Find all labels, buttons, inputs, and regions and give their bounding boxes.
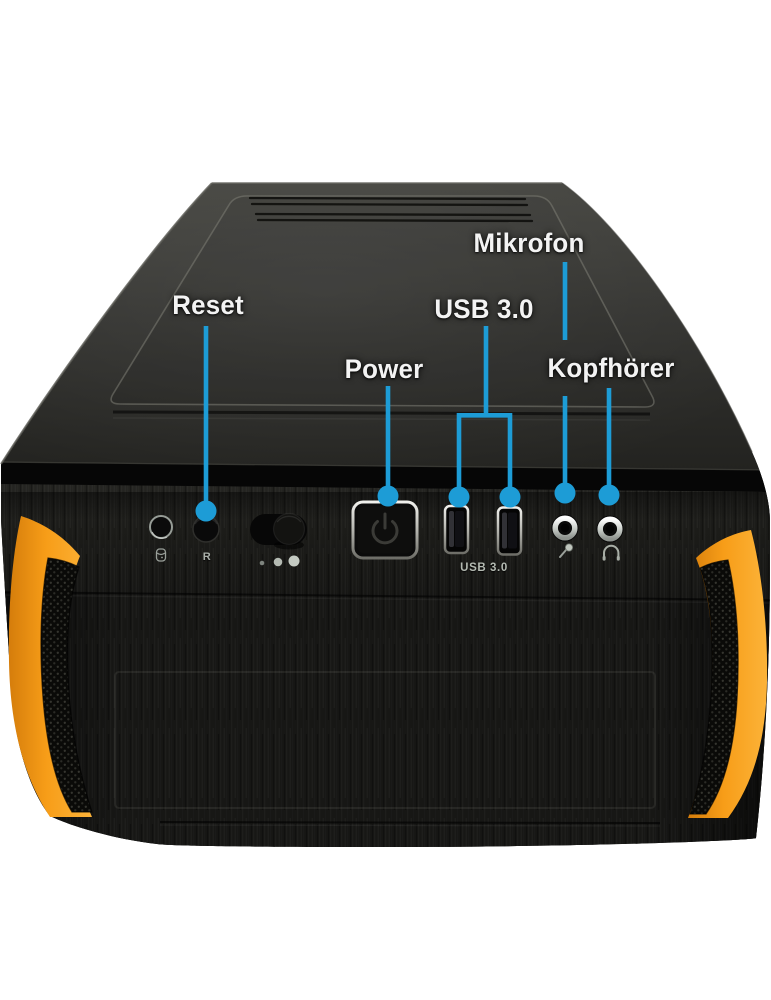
callout-lines [203,262,612,505]
power-button [351,500,419,560]
vent-slots [248,196,534,223]
mesh-vent-right [689,559,739,815]
callout-dot-usb-2 [499,486,521,508]
reset-marking: R [202,551,212,563]
right-trim [688,530,768,818]
bezel-front-seam [1,591,770,601]
callout-dots [195,482,620,522]
recessed-panel-outline [110,195,655,421]
callout-dot-mikrofon [554,482,576,504]
power-icon [371,512,399,545]
usb-port-1 [443,504,470,555]
right-edge-highlight [561,182,753,453]
label-usb: USB 3.0 [434,294,534,324]
callout-dot-usb-1 [448,486,470,508]
label-mikrofon: Mikrofon [473,228,585,258]
label-kopfhoerer: Kopfhörer [547,353,675,383]
hdd-led [149,515,173,562]
fan-speed-dots [259,555,300,567]
fan-switch [250,512,307,567]
left-trim [8,516,93,817]
headphones-icon [602,544,620,561]
callout-dot-reset [195,500,217,522]
usb-ports-marking: USB 3.0 [460,562,508,574]
left-edge-highlight [0,182,213,465]
label-reset: Reset [172,290,244,320]
front-face-vignette [1,592,770,847]
bezel-front-seam-highlight [1,594,770,604]
hdd-icon [155,548,167,562]
mesh-vent-left [40,557,93,813]
headphone-jack [596,515,624,561]
callout-dot-power [377,485,399,507]
front-seam-line [159,821,661,824]
edge-highlight [1,461,770,471]
callout-line-usb [456,326,513,491]
microphone-icon [559,543,574,558]
label-power: Power [344,354,424,384]
usb-port-2 [496,506,523,556]
callout-dot-kopfhoerer [598,484,620,506]
microphone-jack [551,514,579,558]
front-seam-highlight [159,824,661,827]
top-front-edge-band [1,462,770,492]
drive-bay-outline [114,671,656,809]
